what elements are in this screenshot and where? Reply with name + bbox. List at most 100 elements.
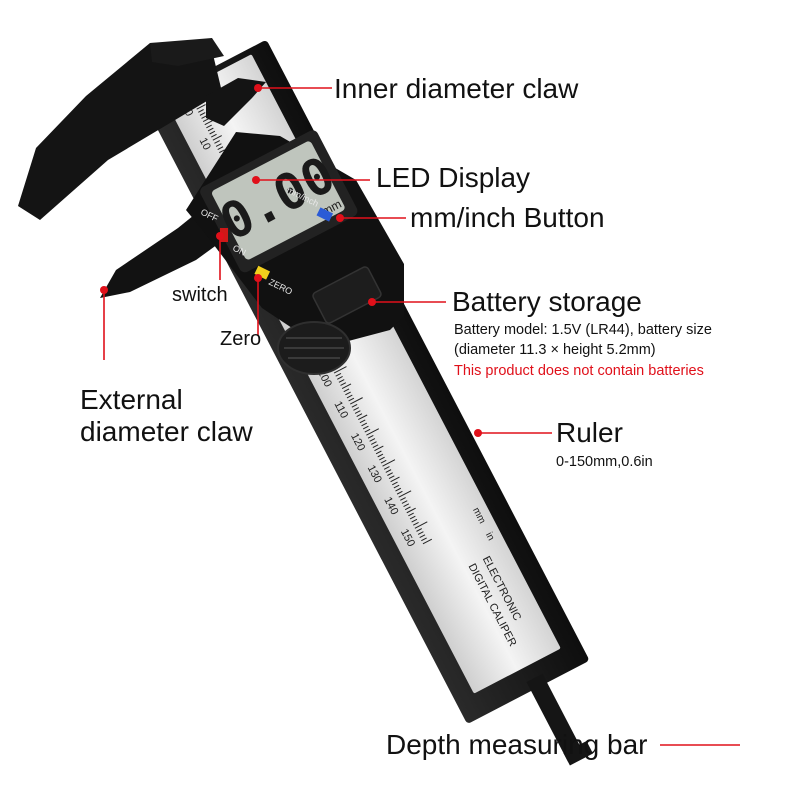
scale-number: 10 (197, 136, 213, 152)
ruler-tick (395, 487, 402, 492)
ruler-tick (387, 472, 393, 476)
ruler-tick (345, 391, 351, 396)
ruler-tick (351, 403, 358, 408)
display-head: 0.00 mm mm/inch OFF ON ZERO (186, 130, 404, 375)
callout-mm-inch-button: mm/inch Button (410, 202, 605, 233)
ruler-tick (413, 521, 419, 526)
ruler-tick (383, 466, 390, 470)
depth-bar-tip (563, 741, 593, 766)
ruler-tick (366, 428, 380, 436)
ruler-tick (385, 469, 392, 473)
callout-external-claw-line1: External (80, 384, 183, 415)
ruler-tick (354, 410, 361, 414)
ruler-tick (210, 133, 217, 138)
ruler-tick (419, 534, 426, 539)
ruler-tick (196, 104, 206, 110)
ruler-tick (401, 500, 408, 504)
ruler-tick (358, 414, 368, 421)
marker-dot (100, 286, 108, 294)
ruler-tick (374, 445, 384, 452)
marker-dot (216, 232, 224, 240)
ruler-tick (408, 512, 414, 517)
no-batteries-warning: This product does not contain batteries (454, 363, 704, 379)
fixed-jaw (18, 42, 222, 220)
ruler-tick (388, 475, 395, 480)
ruler-tick (199, 112, 206, 116)
inner-diameter-claw (206, 78, 266, 126)
ruler-tick (409, 515, 416, 520)
ruler-tick (362, 425, 369, 430)
ruler-tick (198, 109, 204, 113)
ruler-tick (421, 537, 427, 542)
ruler-tick (379, 456, 385, 461)
ruler-tick (341, 383, 352, 390)
marker-dot (254, 84, 262, 92)
ruler-tick (375, 450, 382, 455)
depth-measuring-bar (526, 673, 585, 762)
callout-inner-diameter-claw: Inner diameter claw (334, 73, 579, 104)
ruler-tick (201, 115, 208, 119)
battery-size-text: (diameter 11.3 × height 5.2mm) (454, 342, 656, 358)
scale-number: 0 (182, 107, 195, 118)
ruler-tick (340, 382, 347, 386)
ruler-tick (390, 476, 400, 483)
ruler-tick (348, 397, 355, 402)
inner-diameter-claw-fixed (150, 38, 224, 66)
ruler-tick (406, 507, 416, 514)
ruler-tick (417, 531, 424, 535)
ruler-tick (209, 130, 216, 135)
ruler-tick (416, 528, 423, 532)
battery-compartment[interactable] (312, 266, 383, 325)
ruler-tick (356, 413, 363, 417)
ruler-tick (398, 490, 412, 498)
ruler-tick (206, 124, 212, 129)
ruler-tick (404, 506, 411, 511)
mm-inch-button[interactable] (316, 207, 334, 222)
ruler-tick (337, 376, 343, 380)
callout-ruler: Ruler (556, 417, 623, 448)
ruler-tick (219, 149, 225, 154)
marker-dot (474, 429, 482, 437)
ruler-tick (214, 140, 221, 144)
marker-dot (368, 298, 376, 306)
callout-battery-storage: Battery storage (452, 286, 642, 317)
ruler-tick (392, 481, 398, 486)
ruler-tick (338, 379, 345, 383)
ruler-tick (353, 407, 360, 411)
callout-zero: Zero (220, 328, 262, 350)
ruler-range-text: 0-150mm,0.6in (556, 454, 653, 470)
callout-led-display: LED Display (376, 162, 531, 193)
marker-dot (254, 274, 262, 282)
ruler-tick (377, 453, 384, 458)
ruler-tick (346, 394, 353, 399)
ruler-tick (212, 135, 222, 141)
ruler-tick (372, 444, 379, 448)
ruler-tick (393, 484, 400, 489)
zero-button[interactable] (254, 265, 271, 280)
ruler-tick (367, 435, 374, 439)
ruler-tick (400, 497, 406, 501)
callout-external-claw-line2: diameter claw (80, 416, 253, 447)
ruler-tick (349, 397, 363, 405)
ruler-tick (364, 428, 371, 433)
ruler-tick (359, 419, 366, 424)
callout-switch: switch (172, 284, 228, 306)
marker-dot (252, 176, 260, 184)
ruler-tick (414, 521, 428, 529)
ruler-tick (207, 127, 214, 132)
ruler-tick (396, 490, 403, 495)
lcd-screen (212, 141, 345, 260)
ruler-tick (217, 146, 224, 150)
ruler-tick (370, 441, 377, 445)
ruler-tick (215, 143, 222, 147)
ruler-tick (380, 459, 387, 464)
ruler-tick (343, 388, 350, 393)
callout-depth-bar: Depth measuring bar (386, 729, 648, 760)
marker-dot (336, 214, 344, 222)
ruler-tick (335, 372, 342, 377)
ruler-tick (369, 438, 376, 442)
ruler-tick (411, 518, 418, 523)
unit-in-label: in (483, 531, 496, 543)
power-switch[interactable] (220, 228, 228, 242)
